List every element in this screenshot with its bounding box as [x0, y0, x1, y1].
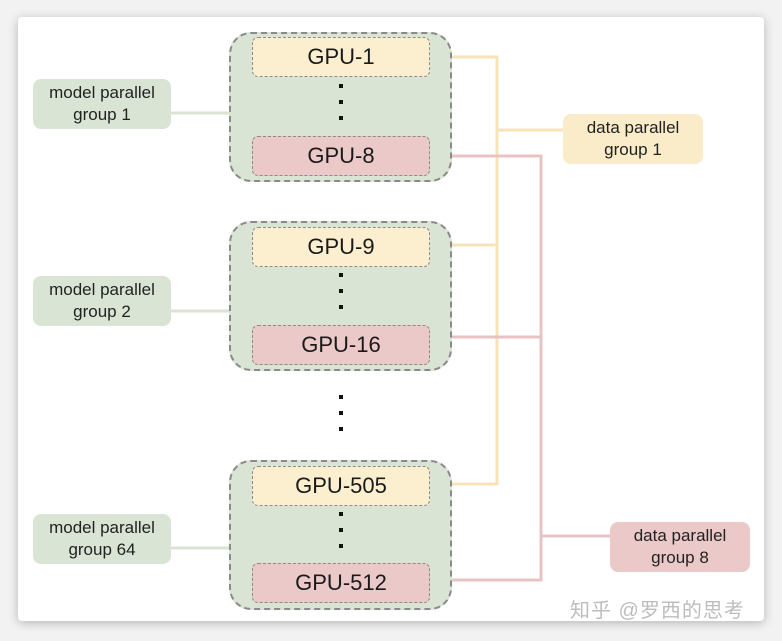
model-parallel-group-1-label: model parallel group 1 [33, 79, 171, 129]
label-line: model parallel [49, 280, 155, 299]
gpu-node: GPU-16 [252, 325, 430, 365]
ellipsis-dots [336, 267, 346, 315]
model-parallel-group-2-label: model parallel group 2 [33, 276, 171, 326]
watermark: 知乎 @罗西的思考 [570, 600, 745, 622]
gpu-node: GPU-1 [252, 37, 430, 77]
ellipsis-dots [336, 506, 346, 554]
dp8-line-gpu8 [430, 154, 543, 582]
label-line: group 8 [651, 548, 709, 567]
label-line: group 2 [73, 302, 131, 321]
label-line: group 1 [604, 140, 662, 159]
data-parallel-group-8-label: data parallel group 8 [610, 522, 750, 572]
label-line: group 1 [73, 105, 131, 124]
label-line: model parallel [49, 83, 155, 102]
gpu-node: GPU-8 [252, 136, 430, 176]
data-parallel-group-1-label: data parallel group 1 [563, 114, 703, 164]
gpu-node: GPU-505 [252, 466, 430, 506]
label-line: data parallel [586, 118, 680, 137]
label-line: group 64 [68, 540, 136, 559]
gpu-node: GPU-9 [252, 227, 430, 267]
label-line: model parallel [49, 518, 155, 537]
model-parallel-group-64-label: model parallel group 64 [33, 514, 171, 564]
groups-ellipsis [336, 389, 346, 437]
ellipsis-dots [336, 78, 346, 126]
label-line: data parallel [633, 526, 727, 545]
dp1-line-gpu1 [430, 55, 499, 486]
gpu-node: GPU-512 [252, 563, 430, 603]
